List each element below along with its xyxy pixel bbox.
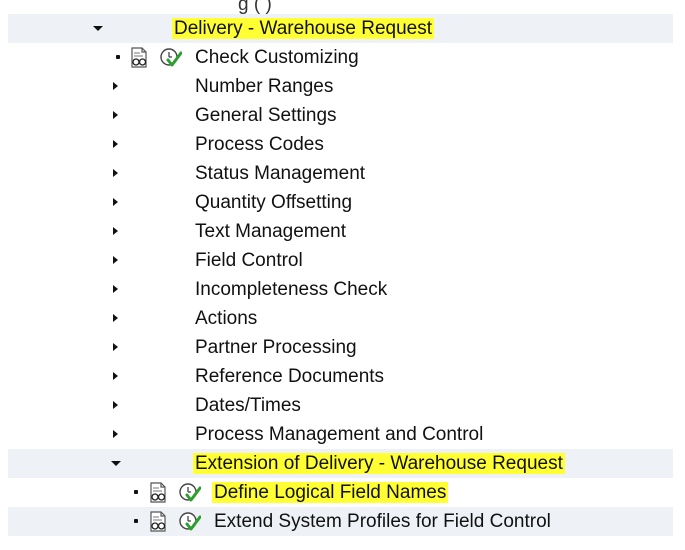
tree-row-extension-of-delivery[interactable]: Extension of Delivery - Warehouse Reques…: [8, 449, 673, 478]
tree-node-label[interactable]: General Settings: [195, 105, 337, 126]
triangle-down-icon[interactable]: [111, 461, 121, 466]
triangle-right-icon[interactable]: [113, 314, 118, 322]
documentation-glasses-icon[interactable]: [129, 47, 149, 68]
tree-node-label[interactable]: Delivery - Warehouse Request: [172, 18, 435, 39]
documentation-glasses-icon[interactable]: [148, 511, 168, 532]
tree-node-label[interactable]: Extend System Profiles for Field Control: [214, 511, 551, 532]
triangle-down-icon[interactable]: [93, 26, 103, 31]
tree-row-actions[interactable]: Actions: [8, 304, 673, 333]
tree-row-partner-processing[interactable]: Partner Processing: [8, 333, 673, 362]
execute-clock-check-icon[interactable]: [159, 46, 182, 69]
tree-row-incompleteness-check[interactable]: Incompleteness Check: [8, 275, 673, 304]
tree-row-partial: g ( ): [8, 0, 673, 17]
tree-node-label[interactable]: Process Codes: [195, 134, 324, 155]
tree-row-process-management-and-control[interactable]: Process Management and Control: [8, 420, 673, 449]
triangle-right-icon[interactable]: [113, 169, 118, 177]
tree-node-label[interactable]: Quantity Offsetting: [195, 192, 353, 213]
tree-row-define-logical-field-names[interactable]: Define Logical Field Names: [8, 478, 673, 507]
execute-clock-check-icon[interactable]: [178, 481, 201, 504]
tree-node-label[interactable]: Extension of Delivery - Warehouse Reques…: [193, 453, 565, 474]
tree-row-reference-documents[interactable]: Reference Documents: [8, 362, 673, 391]
documentation-glasses-icon[interactable]: [148, 482, 168, 503]
triangle-right-icon[interactable]: [113, 198, 118, 206]
triangle-right-icon[interactable]: [113, 111, 118, 119]
tree-node-label[interactable]: Partner Processing: [195, 337, 357, 358]
tree-row-general-settings[interactable]: General Settings: [8, 101, 673, 130]
tree-node-label[interactable]: Define Logical Field Names: [212, 482, 449, 503]
tree-node-label[interactable]: Check Customizing: [195, 47, 359, 68]
tree-node-label[interactable]: Status Management: [195, 163, 366, 184]
tree-row-dates-times[interactable]: Dates/Times: [8, 391, 673, 420]
tree-row-delivery-warehouse-request[interactable]: Delivery - Warehouse Request: [8, 14, 673, 43]
tree-row-field-control[interactable]: Field Control: [8, 246, 673, 275]
tree-row-number-ranges[interactable]: Number Ranges: [8, 72, 673, 101]
tree-row-extend-system-profiles[interactable]: Extend System Profiles for Field Control: [8, 507, 673, 536]
tree-row-quantity-offsetting[interactable]: Quantity Offsetting: [8, 188, 673, 217]
triangle-right-icon[interactable]: [113, 227, 118, 235]
tree-node-label[interactable]: Actions: [195, 308, 258, 329]
tree-row-process-codes[interactable]: Process Codes: [8, 130, 673, 159]
tree-node-label[interactable]: Reference Documents: [195, 366, 385, 387]
tree-node-label[interactable]: Text Management: [195, 221, 347, 242]
partial-top-text: g ( ): [238, 0, 272, 14]
tree-row-text-management[interactable]: Text Management: [8, 217, 673, 246]
tree-node-label[interactable]: Number Ranges: [195, 76, 334, 97]
execute-clock-check-icon[interactable]: [178, 510, 201, 533]
bullet-icon: [134, 519, 138, 523]
triangle-right-icon[interactable]: [113, 401, 118, 409]
triangle-right-icon[interactable]: [113, 140, 118, 148]
triangle-right-icon[interactable]: [113, 430, 118, 438]
tree-row-status-management[interactable]: Status Management: [8, 159, 673, 188]
tree-node-label[interactable]: Process Management and Control: [195, 424, 484, 445]
triangle-right-icon[interactable]: [113, 343, 118, 351]
bullet-icon: [116, 55, 120, 59]
triangle-right-icon[interactable]: [113, 256, 118, 264]
bullet-icon: [134, 490, 138, 494]
tree-node-label[interactable]: Field Control: [195, 250, 303, 271]
triangle-right-icon[interactable]: [113, 82, 118, 90]
tree-node-label[interactable]: Dates/Times: [195, 395, 301, 416]
tree-row-check-customizing[interactable]: Check Customizing: [8, 43, 673, 72]
triangle-right-icon[interactable]: [113, 285, 118, 293]
triangle-right-icon[interactable]: [113, 372, 118, 380]
tree-node-label[interactable]: Incompleteness Check: [195, 279, 388, 300]
